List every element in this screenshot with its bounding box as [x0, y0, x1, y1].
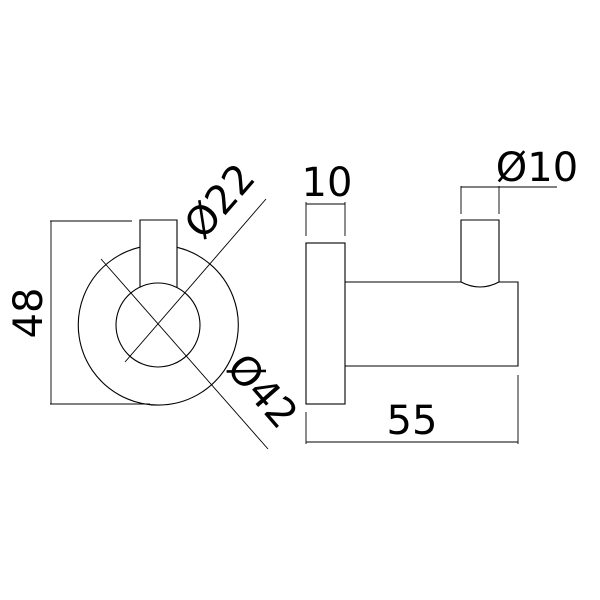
inner-diameter-leader	[124, 198, 267, 363]
base-plate	[305, 242, 346, 405]
side-view: 10 Ø10 55	[302, 145, 578, 444]
inner-diameter-label: Ø22	[176, 155, 265, 247]
hook-peg	[460, 219, 500, 282]
peg-junction-curve	[460, 281, 500, 288]
peg-diameter-label: Ø10	[496, 145, 578, 191]
inner-circle	[115, 282, 201, 368]
front-view: 48 Ø22 Ø42	[6, 155, 306, 450]
front-peg	[139, 219, 178, 287]
thickness-label: 10	[302, 160, 353, 206]
projection-label: 55	[387, 398, 438, 444]
hook-arm	[345, 281, 519, 367]
height-label: 48	[6, 288, 52, 339]
outer-diameter-leader	[100, 258, 269, 450]
outer-circle	[77, 246, 239, 406]
